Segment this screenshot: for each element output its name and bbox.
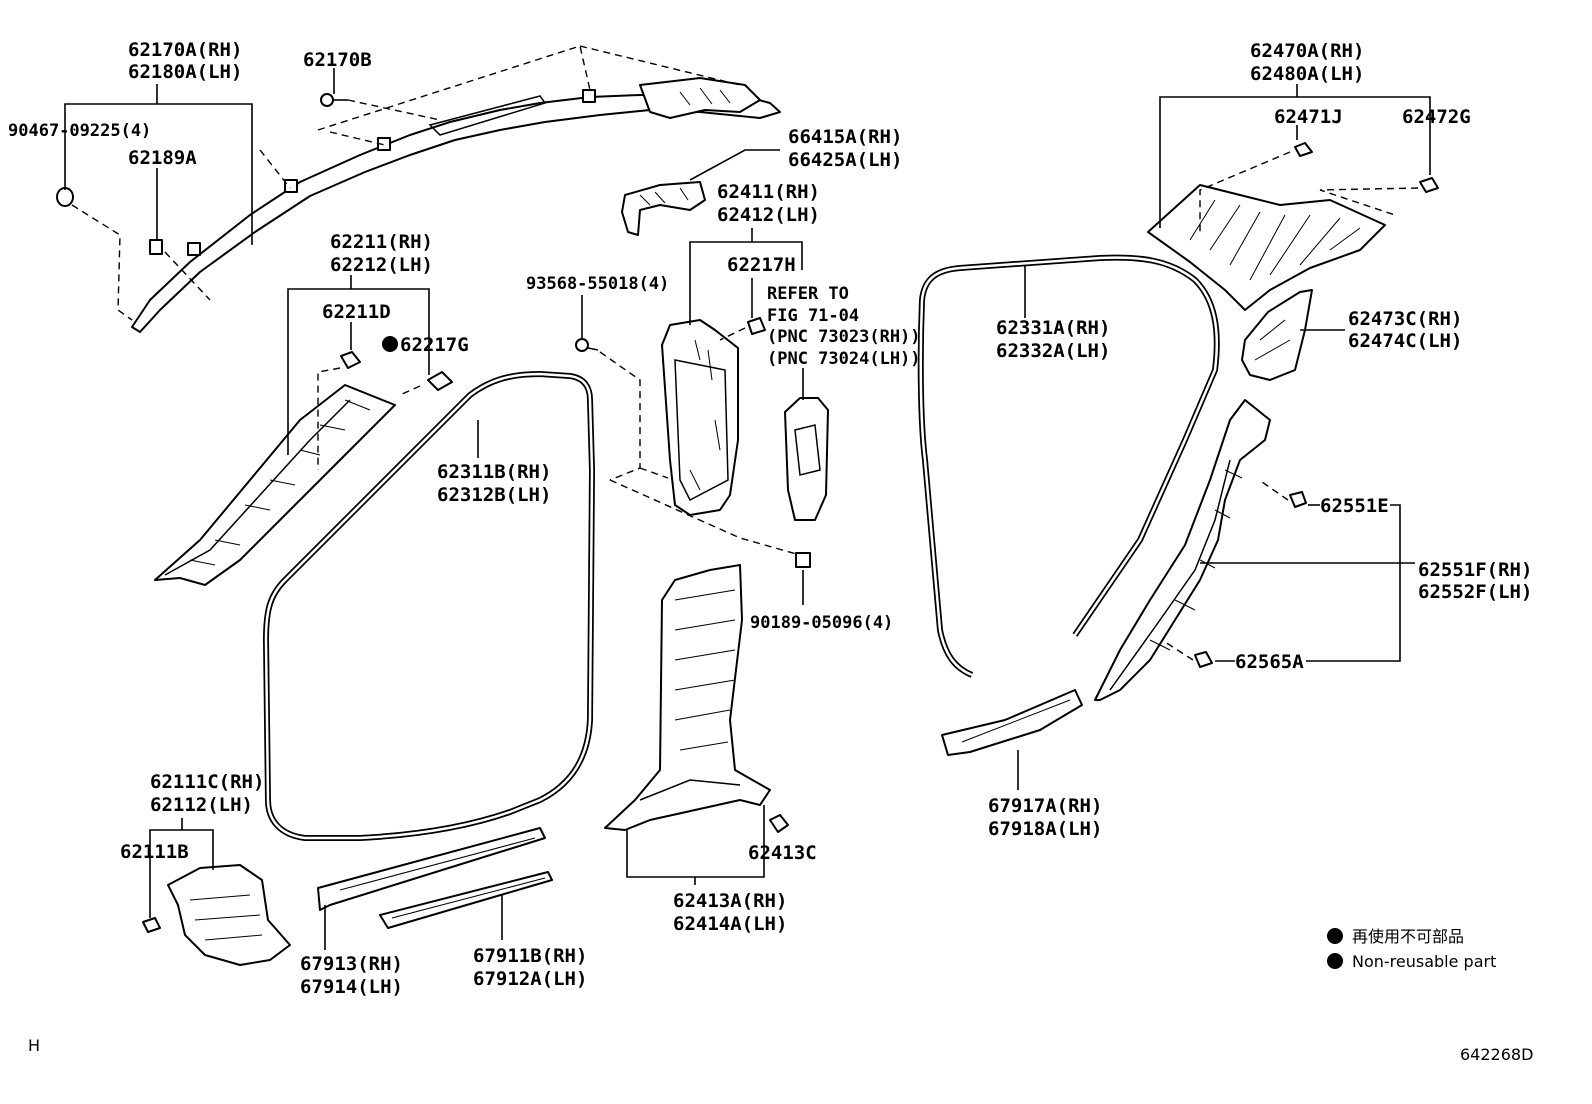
rear-scuff-67917A bbox=[941, 689, 1083, 790]
scuff-plate-67913 bbox=[317, 827, 546, 950]
label-62413C: 62413C bbox=[748, 842, 817, 864]
label-62551E: 62551E bbox=[1320, 495, 1389, 517]
label-67911B: 67911B(RH) bbox=[473, 945, 587, 967]
bolt-62170B bbox=[320, 93, 334, 107]
b-pillar-upper-62411 bbox=[661, 228, 803, 516]
label-67912A: 67912A(LH) bbox=[473, 968, 587, 990]
label-66425A: 66425A(LH) bbox=[788, 149, 902, 171]
clip-90189 bbox=[795, 552, 811, 605]
label-93568: 93568-55018(4) bbox=[526, 274, 669, 294]
label-62189A: 62189A bbox=[128, 147, 197, 169]
corner-mark-left: H bbox=[28, 1036, 40, 1055]
legend-line-1: 再使用不可部品 bbox=[1352, 927, 1464, 946]
label-62311B: 62311B(RH) bbox=[437, 461, 551, 483]
label-62170B: 62170B bbox=[303, 49, 372, 71]
scuff-plate-67911B bbox=[379, 871, 553, 940]
label-62551F: 62551F(RH) bbox=[1418, 559, 1532, 581]
leaders-top-left bbox=[64, 68, 335, 245]
clip-62211D bbox=[340, 351, 361, 369]
label-62474C: 62474C(LH) bbox=[1348, 330, 1462, 352]
bracket-66415A bbox=[621, 149, 780, 236]
clip-62565A bbox=[1194, 651, 1213, 668]
label-62331A: 62331A(RH) bbox=[996, 317, 1110, 339]
label-refer-1: REFER TO bbox=[767, 284, 849, 304]
front-door-weatherstrip bbox=[262, 370, 596, 841]
label-62211: 62211(RH) bbox=[330, 231, 433, 253]
label-62212: 62212(LH) bbox=[330, 254, 433, 276]
label-62413A: 62413A(RH) bbox=[673, 890, 787, 912]
rear-door-weatherstrip bbox=[917, 254, 1220, 678]
legend: 再使用不可部品 Non-reusable part bbox=[1327, 927, 1496, 971]
label-62473C: 62473C(RH) bbox=[1348, 308, 1462, 330]
quarter-trim-62551F bbox=[1094, 399, 1415, 701]
cowl-side-trim-62111C bbox=[142, 818, 291, 966]
label-62472G: 62472G bbox=[1402, 106, 1471, 128]
label-62112: 62112(LH) bbox=[150, 794, 253, 816]
label-refer-3: (PNC 73023(RH)) bbox=[767, 327, 921, 347]
clip-62472G bbox=[1419, 177, 1439, 193]
clip-62551E bbox=[1289, 491, 1307, 508]
label-62470A: 62470A(RH) bbox=[1250, 40, 1364, 62]
leaders-62211 bbox=[287, 275, 430, 455]
label-90189: 90189-05096(4) bbox=[750, 613, 893, 633]
label-67917A: 67917A(RH) bbox=[988, 795, 1102, 817]
label-62480A: 62480A(LH) bbox=[1250, 63, 1364, 85]
legend-dot-1 bbox=[1327, 928, 1343, 944]
label-62111C: 62111C(RH) bbox=[150, 771, 264, 793]
clip-62111B bbox=[142, 917, 161, 933]
label-62111B: 62111B bbox=[120, 841, 189, 863]
label-62312B: 62312B(LH) bbox=[437, 484, 551, 506]
clip-62413C bbox=[769, 814, 789, 833]
clip-62217H bbox=[747, 317, 766, 335]
legend-dot-2 bbox=[1327, 953, 1343, 969]
clip-62217G bbox=[427, 371, 453, 391]
label-90467: 90467-09225(4) bbox=[8, 121, 151, 141]
legend-line-2: Non-reusable part bbox=[1352, 952, 1496, 971]
roof-rail-assembly bbox=[56, 45, 781, 333]
label-62412: 62412(LH) bbox=[717, 204, 820, 226]
label-67914: 67914(LH) bbox=[300, 976, 403, 998]
trim-62473C bbox=[1241, 289, 1345, 381]
screw-93568 bbox=[575, 295, 801, 556]
label-62552F: 62552F(LH) bbox=[1418, 581, 1532, 603]
label-62170A: 62170A(RH) bbox=[128, 39, 242, 61]
clip-62471J bbox=[1294, 142, 1313, 157]
clip-62189A bbox=[149, 239, 163, 255]
label-62217G: 62217G bbox=[400, 334, 469, 356]
seatbelt-anchor-part bbox=[784, 368, 829, 521]
label-62211D: 62211D bbox=[322, 301, 391, 323]
label-62414A: 62414A(LH) bbox=[673, 913, 787, 935]
label-62332A: 62332A(LH) bbox=[996, 340, 1110, 362]
labels: 62170A(RH) 62180A(LH) 62170B 90467-09225… bbox=[8, 39, 1532, 998]
c-pillar-62470A bbox=[1147, 84, 1439, 311]
label-refer-4: (PNC 73024(LH)) bbox=[767, 349, 921, 369]
label-62217H: 62217H bbox=[727, 254, 796, 276]
label-62180A: 62180A(LH) bbox=[128, 61, 242, 83]
label-67918A: 67918A(LH) bbox=[988, 818, 1102, 840]
label-refer-2: FIG 71-04 bbox=[767, 306, 859, 326]
nut-90467 bbox=[56, 187, 74, 207]
label-67913: 67913(RH) bbox=[300, 953, 403, 975]
a-pillar-62211 bbox=[154, 351, 453, 586]
non-reusable-dot-62217G bbox=[382, 336, 398, 352]
label-66415A: 66415A(RH) bbox=[788, 126, 902, 148]
illustration-number: 642268D bbox=[1460, 1045, 1533, 1064]
label-62471J: 62471J bbox=[1274, 106, 1343, 128]
label-62411: 62411(RH) bbox=[717, 181, 820, 203]
label-62565A: 62565A bbox=[1235, 651, 1304, 673]
b-pillar-lower-62413A bbox=[604, 564, 789, 885]
